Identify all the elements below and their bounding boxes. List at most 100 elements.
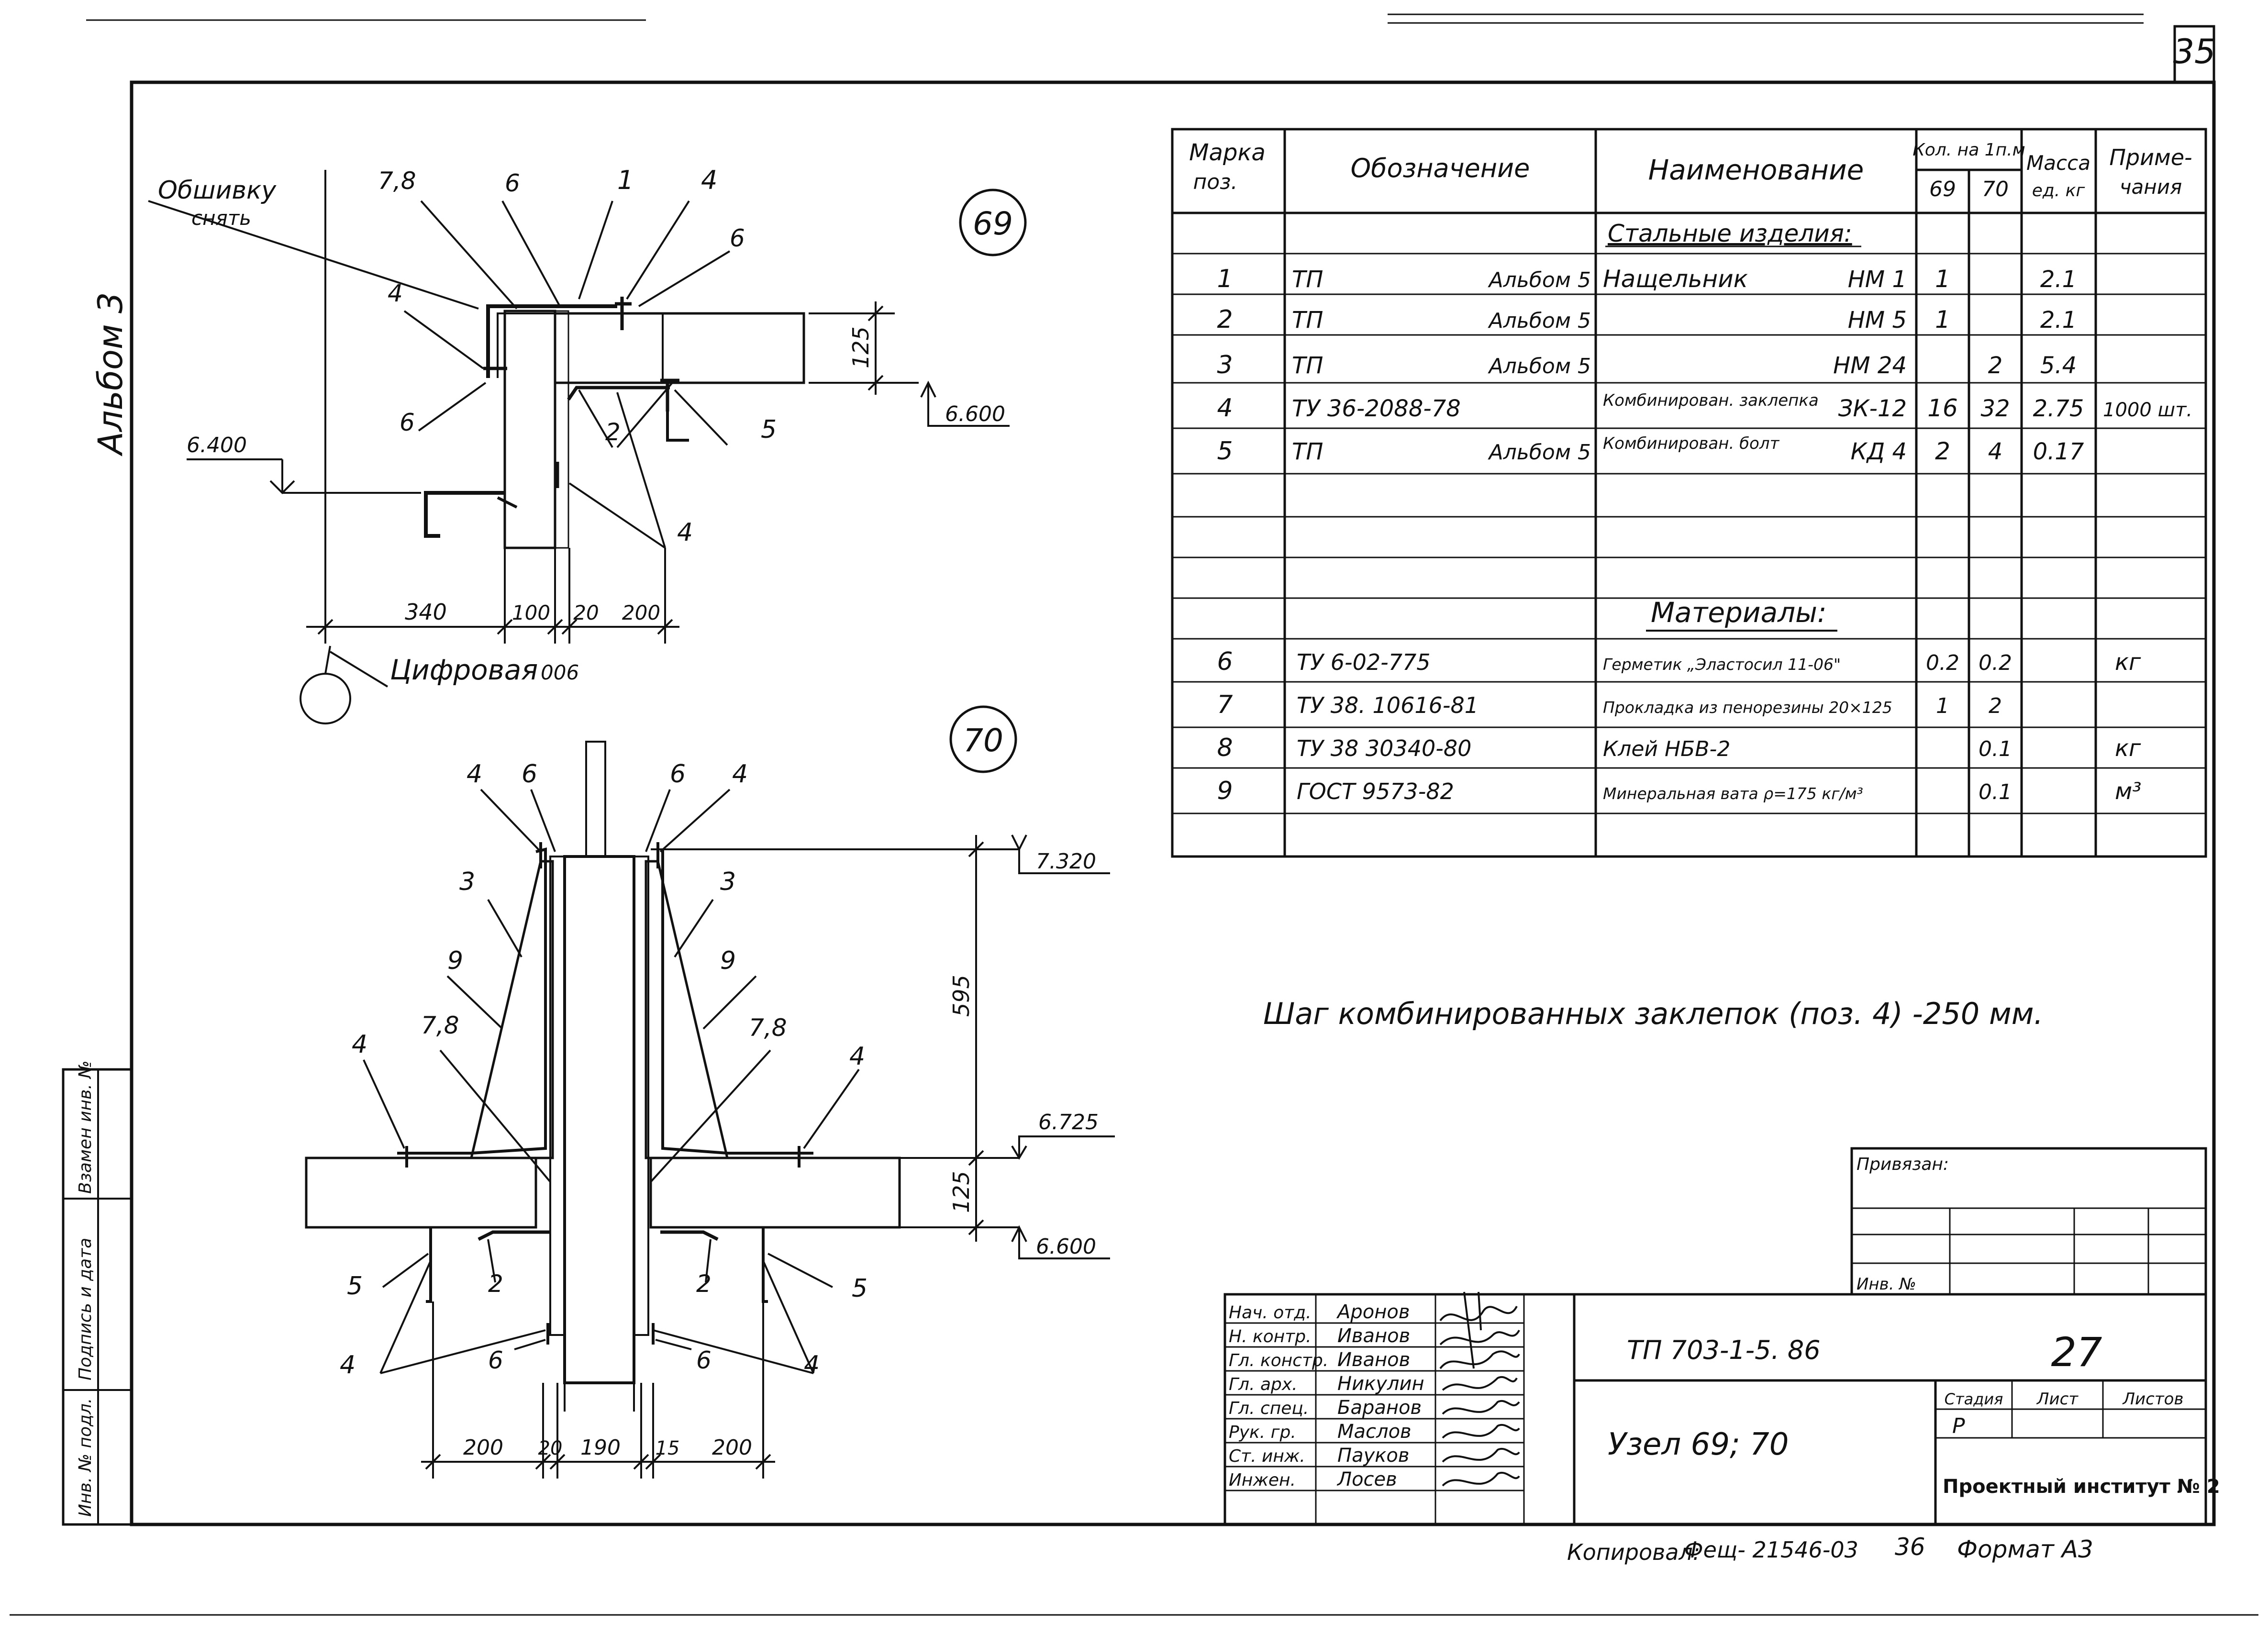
cell-name: Нащельник <box>1603 265 1748 293</box>
cell-q69: 1 <box>1936 694 1949 718</box>
c70-5-bl: 5 <box>347 1272 363 1301</box>
hdr-mass: Масса <box>2026 151 2090 175</box>
title-block <box>1223 1293 2207 1525</box>
top-stud <box>585 741 606 857</box>
footer-copied-num: 36 <box>1895 1533 1925 1561</box>
callout-5: 5 <box>761 415 777 444</box>
cell-q69: 1 <box>1935 265 1950 293</box>
cell-mass: 2.75 <box>2033 395 2084 422</box>
roof-slab-right <box>649 1157 901 1229</box>
tb-name: Аронов <box>1336 1301 1410 1323</box>
wool-right <box>645 860 729 1159</box>
tb-role: Гл. констр. <box>1229 1351 1328 1370</box>
cell-doc: ТУ 38 30340-80 <box>1297 735 1471 761</box>
callout-4c: 4 <box>677 518 693 547</box>
hdr-designation: Обозначение <box>1351 153 1530 183</box>
c70-5-br: 5 <box>852 1274 867 1303</box>
hdr-q70: 70 <box>1982 177 2009 201</box>
roof-slab-left <box>305 1157 537 1229</box>
footer-format: Формат А3 <box>1957 1535 2093 1563</box>
album-label: Альбом 3 <box>91 292 130 456</box>
cell-pos: 5 <box>1217 437 1233 466</box>
section-materials: Материалы: <box>1651 596 1827 629</box>
c70-78-l: 7,8 <box>421 1012 459 1039</box>
cell-pos: 7 <box>1217 690 1233 719</box>
cell-name: Прокладка из пенорезины 20×125 <box>1603 698 1892 717</box>
c70-4-mr: 4 <box>849 1042 865 1071</box>
cell-q70: 32 <box>1980 395 2010 422</box>
dim70-20: 20 <box>538 1437 563 1459</box>
c70-4-tl: 4 <box>467 760 482 789</box>
cell-q70: 4 <box>1988 438 2003 465</box>
note-remove-cladding: Обшивку <box>158 176 277 205</box>
bracket-5 <box>424 491 505 538</box>
binding-inv: Инв. № <box>1857 1275 1916 1294</box>
section-steel: Стальные изделия: <box>1608 220 1852 247</box>
dim-595: 595 <box>948 975 974 1017</box>
callout-4a: 4 <box>701 165 717 195</box>
cell-q70: 2 <box>1988 352 2003 379</box>
cell-doc: ТУ 36-2088-78 <box>1292 395 1461 422</box>
wall-panel <box>503 310 556 549</box>
cell-album: Альбом 5 <box>1488 268 1591 292</box>
sheet-number: 35 <box>2173 32 2215 71</box>
binding-attached: Привязан: <box>1857 1155 1949 1174</box>
callout-6c: 6 <box>400 409 415 436</box>
tb-role: Нач. отд. <box>1229 1303 1312 1323</box>
cell-doc: ТП <box>1292 438 1323 465</box>
tb-role: Инжен. <box>1229 1470 1296 1490</box>
spec-table: Марка поз. Обозначение Наименование Кол.… <box>1171 128 2207 858</box>
dim-20: 20 <box>573 601 599 624</box>
hdr-qty: Кол. на 1п.м <box>1912 140 2025 160</box>
dim-125-69: 125 <box>848 326 874 368</box>
cell-name: Клей НБВ-2 <box>1603 737 1730 761</box>
cell-doc: ТУ 38. 10616-81 <box>1297 692 1479 718</box>
cell-name: Комбинирован. заклепка <box>1603 391 1819 410</box>
tb-name: Иванов <box>1337 1349 1410 1371</box>
level-6600-69: 6.600 <box>945 402 1005 426</box>
level-6725: 6.725 <box>1038 1110 1099 1134</box>
flashing-nm1 <box>486 304 617 378</box>
sheet-frame <box>62 25 2216 1526</box>
node-70-circle <box>949 705 1017 773</box>
hdr-name: Наименование <box>1648 154 1864 186</box>
table-row: 7 ТУ 38. 10616-81 Прокладка из пенорезины … <box>1217 690 2002 719</box>
cell-note: кг <box>2115 649 2141 676</box>
c70-4-br: 4 <box>804 1351 820 1379</box>
node-69-label: 69 <box>973 205 1013 242</box>
wool-left <box>469 860 554 1159</box>
roof-panel <box>554 312 805 384</box>
tb-sheets-label: Листов <box>2122 1390 2183 1409</box>
tb-name: Лосев <box>1336 1468 1397 1490</box>
cell-doc: ГОСТ 9573-82 <box>1297 779 1454 804</box>
c70-6-tl: 6 <box>522 760 537 789</box>
tb-role: Рук. гр. <box>1229 1423 1296 1442</box>
cell-code: НМ 24 <box>1833 352 1907 379</box>
cell-name: Комбинирован. болт <box>1603 434 1780 453</box>
c70-78-r: 7,8 <box>749 1014 787 1042</box>
level-6600-70: 6.600 <box>1036 1235 1096 1259</box>
c70-4-tr: 4 <box>732 760 748 789</box>
cell-code: ЗК-12 <box>1838 395 1907 422</box>
node-70-label: 70 <box>963 722 1003 759</box>
cell-pos: 8 <box>1217 734 1233 762</box>
c70-3-l: 3 <box>459 868 475 896</box>
callout-2: 2 <box>605 418 621 446</box>
tb-title: Узел 69; 70 <box>1608 1427 1789 1462</box>
table-row: 9 ГОСТ 9573-82 Минеральная вата ρ=175 кг/м… <box>1217 777 2141 805</box>
cell-mass: 2.1 <box>2040 266 2077 293</box>
table-row-lines <box>1172 253 2206 814</box>
cell-name: Минеральная вата ρ=175 кг/м³ <box>1603 784 1863 803</box>
cell-mass: 2.1 <box>2040 307 2077 334</box>
cell-pos: 9 <box>1217 777 1233 805</box>
dim-340: 340 <box>405 599 447 625</box>
level-7320: 7.320 <box>1036 849 1096 874</box>
hdr-q69: 69 <box>1929 177 1956 201</box>
dim-125-70: 125 <box>948 1171 974 1213</box>
tb-sheet: 27 <box>2051 1329 2102 1376</box>
callout-6b: 6 <box>730 224 745 252</box>
